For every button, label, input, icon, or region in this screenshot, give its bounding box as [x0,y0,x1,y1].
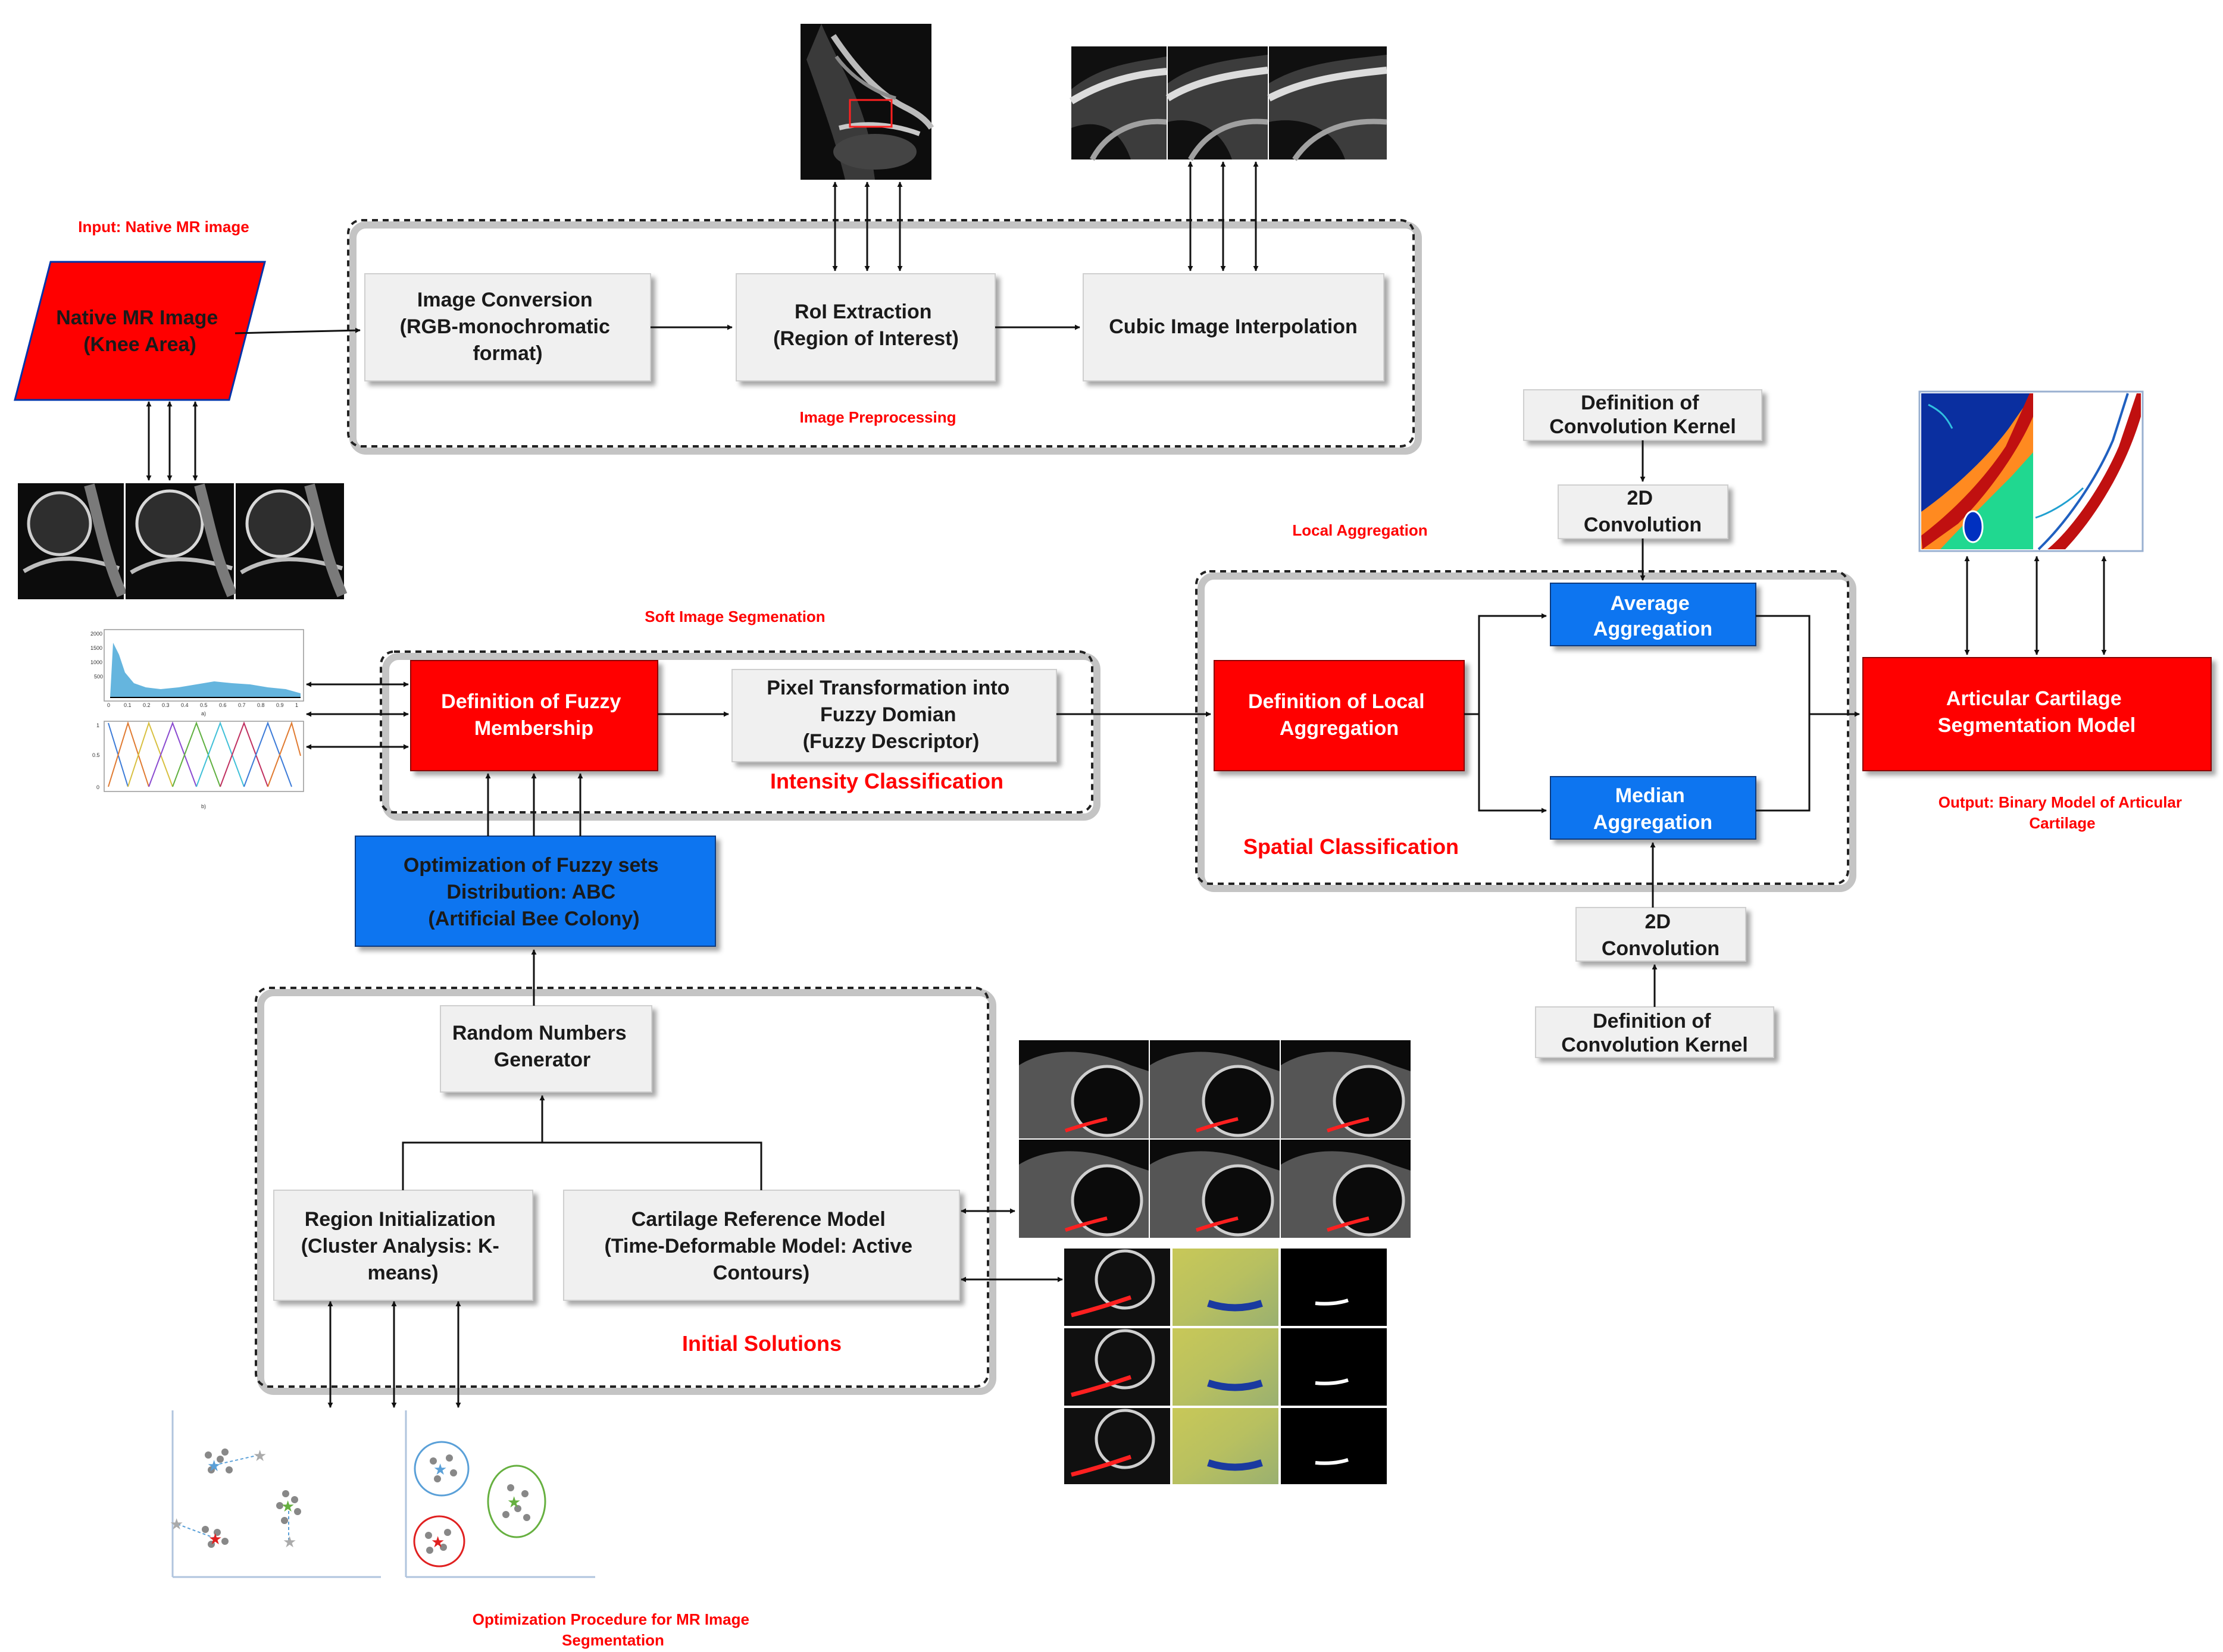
interpolated-slice-images [1069,46,1387,161]
box-2d-convolution-top: 2D Convolution [1558,484,1728,539]
svg-text:Definition of Convolutio: Definition of Convolution Kernel [1549,392,1736,438]
box-native-mr-image: Native MR Image (Knee Area) [14,261,266,401]
svg-text:1: 1 [295,702,298,708]
svg-text:★: ★ [281,1498,295,1516]
box-random-numbers-generator: Random Numbers Generator [440,1005,652,1093]
active-contour-grid [1064,1249,1387,1484]
svg-text:0.5: 0.5 [200,702,208,708]
box-2d-convolution-bottom: 2D Convolution [1575,907,1746,962]
svg-text:Median Aggregation: Median Aggregation [1593,784,1712,834]
svg-text:Native MR Image (Knee Ar: Native MR Image (Knee Area) [56,306,224,356]
svg-text:1500: 1500 [90,645,102,651]
svg-text:★: ★ [433,1461,447,1479]
svg-text:2000: 2000 [90,631,102,637]
label-input: Input: Native MR image [78,218,249,236]
svg-text:★: ★ [207,1457,221,1475]
box-image-conversion: Image Conversion (RGB-monochromatic form… [364,273,651,381]
label-initial-solutions: Initial Solutions [682,1331,842,1356]
group-soft-segmentation [380,650,1100,821]
svg-text:Average Aggregation: Average Aggregation [1593,592,1712,640]
label-local-aggregation: Local Aggregation [1292,521,1427,539]
label-spatial-classification: Spatial Classification [1243,834,1459,859]
box-convolution-kernel-top: Definition of Convolution Kernel [1523,389,1762,441]
box-convolution-kernel-bottom: Definition of Convolution Kernel [1535,1006,1774,1058]
box-median-aggregation: Median Aggregation [1550,776,1756,840]
box-average-aggregation: Average Aggregation [1550,583,1756,646]
svg-text:Image Conversion (RGB-mo: Image Conversion (RGB-monochromatic form… [400,289,616,365]
box-cubic-interpolation: Cubic Image Interpolation [1083,273,1384,381]
box-fuzzy-membership: Definition of Fuzzy Membership [410,660,658,771]
svg-text:500: 500 [94,674,103,680]
box-abc-optimization: Optimization of Fuzzy sets Distribution:… [355,836,716,947]
svg-text:★: ★ [283,1534,296,1551]
box-region-initialization: Region Initialization (Cluster Analysis:… [273,1190,533,1301]
svg-text:★: ★ [431,1534,445,1551]
svg-text:★: ★ [208,1531,222,1548]
group-spatial-classification [1195,570,1856,892]
svg-text:0.4: 0.4 [181,702,189,708]
box-pixel-transformation: Pixel Transformation into Fuzzy Domian (… [731,669,1057,762]
svg-text:0: 0 [107,702,110,708]
svg-text:0.9: 0.9 [276,702,284,708]
svg-text:0.1: 0.1 [124,702,132,708]
box-cartilage-segmentation-model: Articular Cartilage Segmentation Model [1862,657,2212,771]
box-local-aggregation: Definition of Local Aggregation [1214,660,1465,771]
svg-text:2D Convolution: 2D Convolution [1602,911,1719,960]
label-image-preprocessing: Image Preprocessing [800,408,956,426]
svg-text:0: 0 [96,784,99,790]
svg-text:0.6: 0.6 [219,702,227,708]
svg-text:0.5: 0.5 [92,752,100,758]
svg-text:Cartilage Reference Model: Cartilage Reference Model (Time-Deformab… [604,1208,918,1284]
svg-text:Random Numbers Generator: Random Numbers Generator [452,1022,632,1071]
label-soft-segmentation: Soft Image Segmenation [645,608,825,625]
svg-text:Cubic Image Interpolation: Cubic Image Interpolation [1109,315,1357,338]
histogram-membership-panel: 2000 1500 1000 500 0 0.1 0.2 0.3 0.4 0.5… [90,629,304,809]
svg-text:Region Initialization (C: Region Initialization (Cluster Analysis:… [301,1208,505,1284]
svg-text:0.8: 0.8 [257,702,265,708]
box-roi-extraction: RoI Extraction (Region of Interest) [736,273,996,381]
label-output: Output: Binary Model of Articular Cartil… [1939,793,2187,832]
svg-text:0.3: 0.3 [162,702,170,708]
svg-text:Articular Cartilage Segm: Articular Cartilage Segmentation Model [1938,687,2136,737]
segmentation-result-grid [1019,1040,1411,1238]
svg-text:a): a) [201,711,206,717]
svg-text:★: ★ [253,1447,267,1465]
connectors [146,161,2107,1408]
output-segmentation-images [1918,390,2144,552]
svg-text:1000: 1000 [90,659,102,665]
svg-text:0.7: 0.7 [238,702,246,708]
svg-text:Definition of Fuzzy Memb: Definition of Fuzzy Membership [441,690,627,740]
svg-text:b): b) [201,803,206,809]
svg-text:2D Convolution: 2D Convolution [1584,487,1702,536]
group-initial-solutions [255,987,996,1395]
svg-text:0.2: 0.2 [143,702,151,708]
svg-text:1: 1 [96,722,99,728]
label-optimization-procedure: Optimization Procedure for MR Image Segm… [473,1610,753,1649]
group-image-preprocessing [347,219,1422,455]
native-knee-images [18,483,348,599]
svg-text:Definition of Convolutio: Definition of Convolution Kernel [1561,1010,1748,1056]
mri-knee-roi-image [801,24,934,180]
svg-text:RoI Extraction (Region o: RoI Extraction (Region of Interest) [773,301,959,350]
kmeans-cluster-illustration: ★ ★ ★ ★ ★ ★ ★ ★ ★ [170,1410,595,1578]
svg-text:Definition of Local Aggr: Definition of Local Aggregation [1248,690,1430,740]
svg-text:Optimization of Fuzzy sets: Optimization of Fuzzy sets Distribution:… [404,854,664,930]
svg-text:★: ★ [507,1494,521,1512]
box-cartilage-reference-model: Cartilage Reference Model (Time-Deformab… [563,1190,960,1301]
svg-text:Pixel Transformation into: Pixel Transformation into Fuzzy Domian (… [767,677,1015,753]
label-intensity-classification: Intensity Classification [770,769,1003,793]
svg-text:★: ★ [170,1516,183,1534]
